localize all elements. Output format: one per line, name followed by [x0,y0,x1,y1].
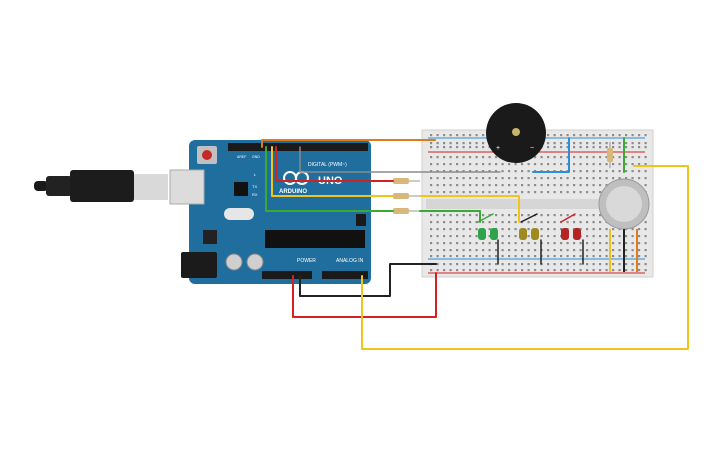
wire-blue-buzzer[interactable] [532,137,570,173]
wire-green-led[interactable] [419,210,481,223]
power-jack [181,252,217,278]
buzzer-minus: − [530,145,534,152]
aref-label: AREF [237,155,246,159]
led-green-pair[interactable] [478,228,498,240]
wire-yellow-analog[interactable] [361,165,689,350]
usb-cable[interactable] [34,170,168,202]
usb-chip [234,182,248,196]
led-yellow-pair[interactable] [519,228,539,240]
wire-black-gnd[interactable] [299,263,437,297]
digital-header-label: DIGITAL (PWM~) [308,162,347,168]
gas-sensor[interactable] [598,178,650,272]
wire-gray-row[interactable] [299,146,501,173]
wire-red-5v[interactable] [292,272,437,318]
resistor-4[interactable] [607,142,613,168]
icsp-header [356,214,366,226]
wire-green-led-tie[interactable] [477,213,494,223]
wire-red-led[interactable] [560,213,576,223]
gnd-label: GND [252,155,260,159]
power-label: POWER [297,258,316,264]
board-brand: ARDUINO [279,189,307,195]
buzzer-plus: + [496,145,500,152]
capacitor-1 [225,253,243,271]
analog-header[interactable] [322,271,368,279]
piezo-buzzer[interactable]: + − [486,103,546,163]
led-red-pair[interactable] [561,228,581,240]
microcontroller [265,230,365,248]
capacitor-2 [246,253,264,271]
regulator [203,230,217,244]
power-header[interactable] [262,271,312,279]
wire-red-digital[interactable] [275,146,394,182]
crystal [224,208,254,220]
wire-yellow-digital[interactable] [271,146,394,197]
wire-black-led-tie[interactable] [520,213,538,223]
wire-yellow-led[interactable] [419,195,520,223]
usb-port [169,169,205,205]
wire-green-digital[interactable] [265,146,394,212]
wire-orange-buzzer[interactable] [261,139,436,148]
analog-label: ANALOG IN [336,258,364,264]
rx-led-label: RX [252,192,258,197]
digital-header[interactable] [228,143,368,151]
l-led-label: L [254,172,257,177]
tx-led-label: TX [252,184,257,189]
